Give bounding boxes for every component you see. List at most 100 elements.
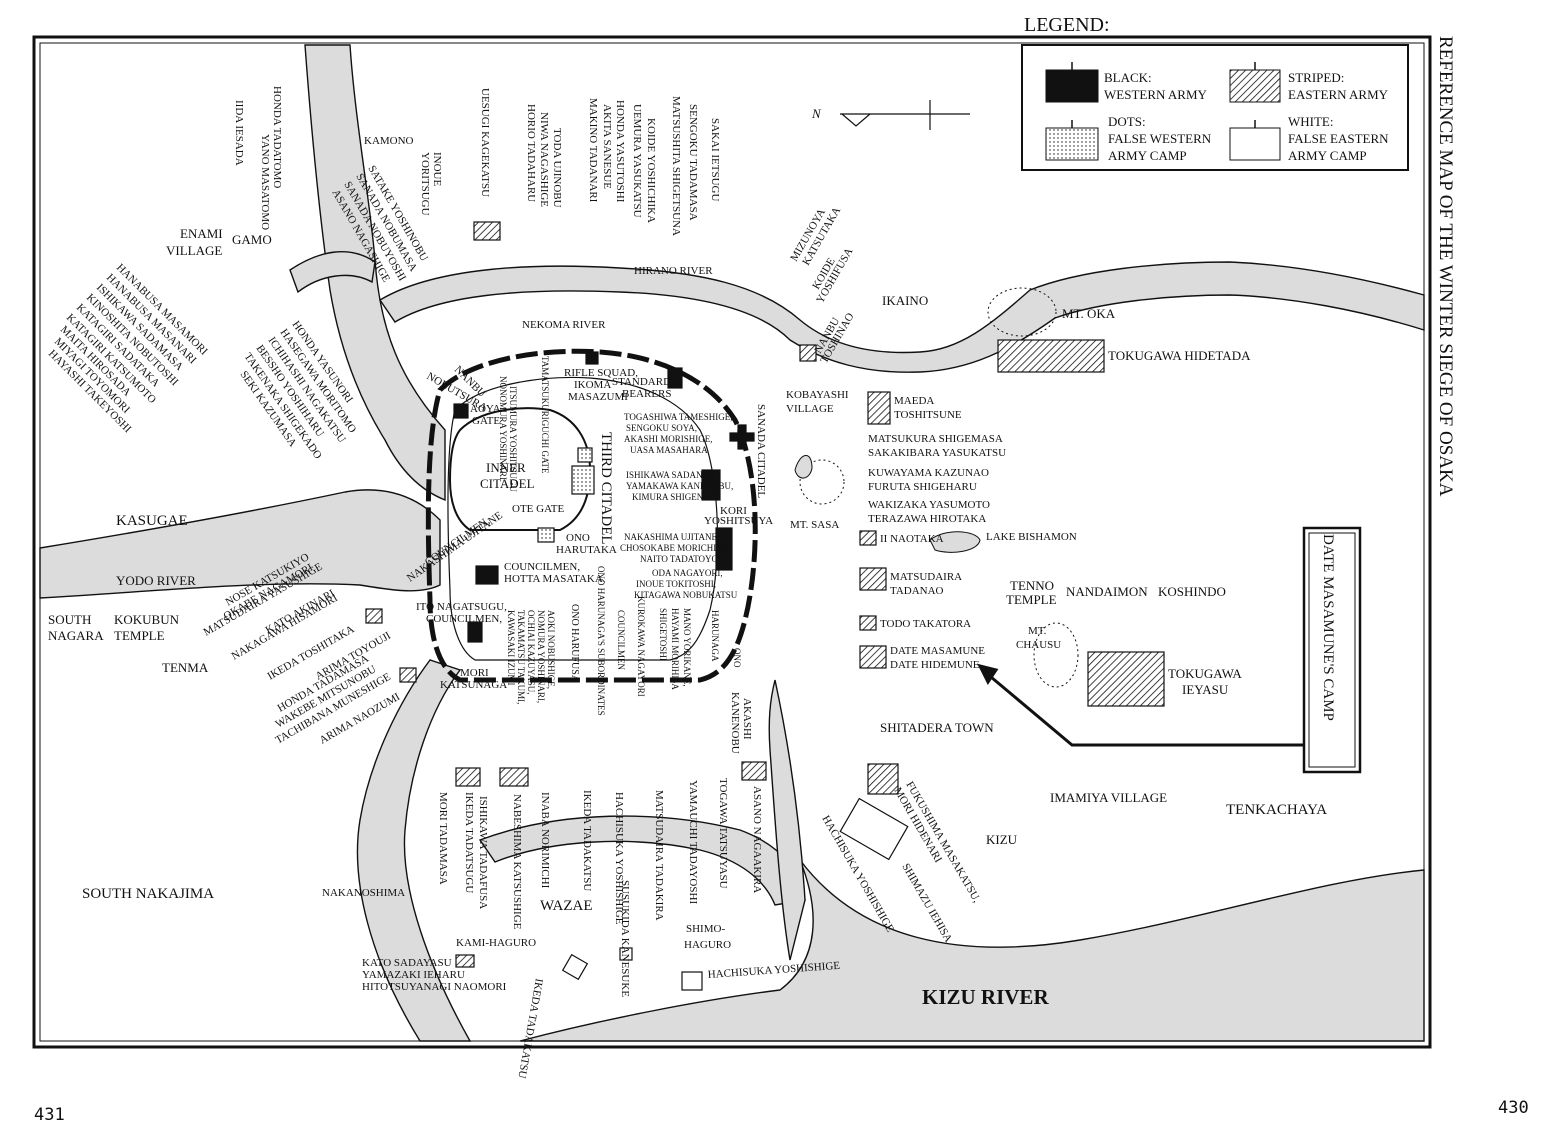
cmd-oda: ODA NAGAYORI,: [652, 568, 723, 578]
cmd-ikeda-tadakatsu-v: IKEDA TADAKATSU: [581, 790, 593, 891]
label-shitadera: SHITADERA TOWN: [880, 720, 994, 735]
cmd-togawa: TOGAWA TATSUYASU: [717, 778, 729, 889]
yodo-river: [39, 489, 441, 599]
cmd-kato-sadayasu: KATO SADAYASU: [362, 957, 452, 969]
cmd-inaba: INABA NORIMICHI: [539, 792, 551, 889]
label-ote-gate: OTE GATE: [512, 503, 565, 515]
label-yodo-river: YODO RIVER: [116, 573, 196, 588]
cmd-uesugi: UESUGI KAGEKATSU: [479, 88, 491, 197]
kizu-river: [519, 859, 1425, 1042]
cmd-honda-tadatomo: HONDA TADATOMO: [271, 86, 283, 188]
label-south: SOUTH: [48, 612, 91, 627]
camp-rifle-squad: [585, 351, 599, 365]
cmd-hachisuka-yoshishige-v: HACHISUKA YOSHISHIGE: [613, 792, 625, 925]
camp-nanbu-toshinao: [799, 344, 817, 362]
legend-swatch-black: [1045, 69, 1099, 103]
legend-white-line3: ARMY CAMP: [1288, 148, 1367, 163]
legend-box: [1021, 44, 1409, 171]
cmd-ono-harunaga-sub: ONO HARUNAGA'S SUBORDINATES: [596, 566, 606, 716]
cmd-itsumura: ITSUMURA YOSHITSUGU: [508, 386, 518, 492]
cmd-naito: NAITO TADATOYO: [640, 554, 719, 564]
legend-swatch-dots: [1045, 127, 1099, 161]
camp-councilmen-hotta: [475, 565, 499, 585]
legend-dots-line3: ARMY CAMP: [1108, 148, 1187, 163]
label-inner-citadel-1: INNER: [486, 460, 526, 475]
cmd-rifle-1: RIFLE SQUAD,: [564, 367, 638, 379]
callout-box-inner: [1308, 532, 1356, 768]
cmd-standard-2: BEARERS: [622, 388, 672, 400]
label-kami-haguro: KAMI-HAGURO: [456, 937, 536, 949]
callout-label: DATE MASAMUNE'S CAMP: [1320, 534, 1336, 721]
mt-chausu-hill: [1033, 622, 1079, 688]
commander-labels-horizontal: TOKUGAWA HIDETADA MAEDA TOSHITSUNE MATSU…: [362, 348, 1251, 993]
cmd-nonomura: NONOMURA YOSHINARI: [498, 376, 508, 480]
cmd-iida: IIDA IESADA: [233, 100, 245, 166]
camp-shimazu: [839, 797, 909, 861]
legend-swatch-white: [1229, 127, 1281, 161]
label-enami-village: VILLAGE: [166, 243, 222, 258]
cmd-sakai: SAKAI IETSUGU: [709, 118, 721, 201]
mt-oka-hill: [987, 287, 1057, 337]
cmd-maeda-1: MAEDA: [894, 395, 934, 407]
cmd-hotta: HOTTA MASATAKA,: [504, 573, 606, 585]
label-kizu: KIZU: [986, 832, 1018, 847]
label-aoya-gate-1: AOYA: [470, 403, 501, 415]
label-tenno-1: TENNO: [1010, 578, 1054, 593]
cmd-honda-yasutoshi: HONDA YASUTOSHI: [614, 100, 626, 203]
cmd-takamatsu: TAKAMATSU TAKUMI,: [516, 610, 526, 704]
place-labels: ENAMI VILLAGE GAMO KAMONO KASUGAE YODO R…: [48, 135, 1327, 1009]
cmd-mano: MANO YORIKANE,: [682, 608, 692, 687]
rivers: [39, 44, 1425, 1042]
cmd-councilmen-hotta: COUNCILMEN,: [504, 561, 580, 573]
cmd-date-masamune: DATE MASAMUNE: [890, 645, 985, 657]
cmd-hayami-2: SHIGETOSHI: [658, 608, 668, 661]
legend-white-line1: WHITE:: [1288, 114, 1333, 129]
camp-ikeda-toshitaka: [365, 608, 383, 624]
label-kokubun-temple: TEMPLE: [114, 628, 165, 643]
camp-ishikawa-sadanori: [701, 469, 721, 501]
inner-citadel-wall: [448, 407, 592, 531]
cmd-yano: YANO MASATOMO: [259, 134, 271, 230]
camp-ii: [859, 530, 877, 546]
label-nakanoshima: NAKANOSHIMA: [322, 887, 405, 899]
page-number-right: 430: [1498, 1098, 1529, 1118]
cmd-tokugawa-hidetada: TOKUGAWA HIDETADA: [1108, 348, 1251, 363]
camp-standard-bearers: [667, 367, 683, 389]
cmd-matsudaira-tadakira: MATSUDAIRA TADAKIRA: [653, 790, 665, 921]
legend-dots-line1: DOTS:: [1108, 114, 1146, 129]
cmd-akashi-kanenobu-1: AKASHI: [741, 698, 753, 740]
cmd-ikeda-tadatsugu: IKEDA TADATSUGU: [463, 792, 475, 893]
cmd-matsushita: MATSUSHITA SHIGETSUNA: [670, 96, 682, 236]
camp-asano-nagaakira: [741, 761, 767, 781]
cmd-wakizaka: WAKIZAKA YASUMOTO: [868, 499, 990, 511]
label-gamo: GAMO: [232, 232, 272, 247]
gamo-branch: [289, 251, 376, 294]
camp-ishikawa-tadafusa: [455, 767, 481, 787]
third-citadel-wall: [447, 376, 718, 661]
cmd-akita: AKITA SANESUE: [601, 104, 613, 189]
east-channel: [768, 679, 806, 961]
cmd-inoue-2: YORITSUGU: [419, 152, 431, 216]
label-tenma: TENMA: [162, 660, 209, 675]
cmd-ono-harutaka-1: ONO: [566, 532, 590, 544]
cmd-kimura: KIMURA SHIGENARI: [632, 492, 719, 502]
cmd-yamauchi: YAMAUCHI TADAYOSHI: [687, 780, 699, 904]
camp-tokugawa-ieyasu: [1087, 651, 1165, 707]
cmd-furuta: FURUTA SHIGEHARU: [868, 481, 977, 493]
camp-matsudaira-tadanao: [859, 567, 887, 591]
cmd-nakashima-1: NAKASHIMA UJITANE,: [624, 532, 719, 542]
north-label: N: [811, 106, 822, 121]
callout-arrow: [977, 663, 1310, 747]
label-inner-citadel-2: CITADEL: [480, 476, 535, 491]
camp-fukushima: [867, 763, 899, 795]
cmd-ochiai: OCHIAI KAZUYASU,: [526, 610, 536, 695]
cmd-ono-harutaka-2: HARUTAKA: [556, 544, 617, 556]
label-sanada-citadel: SANADA CITADEL: [755, 404, 767, 498]
cmd-matsudaira-tadanao-2: TADANAO: [890, 585, 944, 597]
hirano-river: [379, 261, 1425, 373]
legend-dots-line2: FALSE WESTERN: [1108, 131, 1212, 146]
cmd-kurokawa: KUROKAWA NAGAYORI: [636, 596, 646, 697]
label-kobayashi-2: VILLAGE: [786, 403, 834, 415]
cmd-akashi-kanenobu-2: KANENOBU: [729, 692, 741, 754]
